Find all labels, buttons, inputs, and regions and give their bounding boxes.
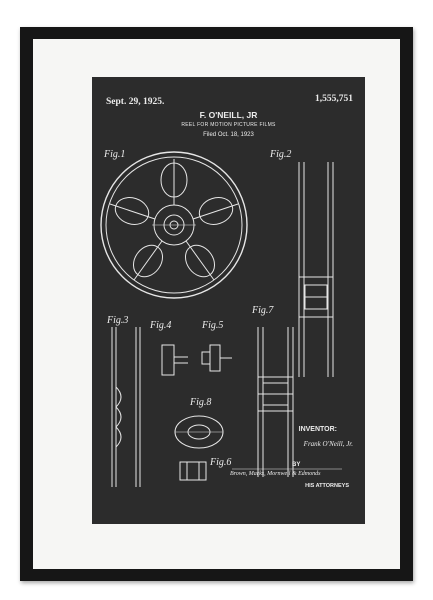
inventor-signature: Frank O'Neill, Jr. [303,440,353,448]
fig7-drawing [257,327,294,477]
fig6-drawing [179,461,207,481]
inventor-label: INVENTOR: [298,426,337,433]
fig8-label: Fig.8 [190,397,212,408]
fig3-drawing [111,327,141,487]
fig4-drawing [161,344,188,376]
fig6-label: Fig.6 [210,457,232,468]
patent-title: REEL FOR MOTION PICTURE FILMS [181,122,276,128]
fig8-drawing [174,415,224,449]
patent-drawing [100,151,342,487]
patent-filed-date: Filed Oct. 18, 1923 [203,132,254,138]
patent-print: Sept. 29, 1925. 1,555,751 F. O'NEILL, JR… [92,77,365,524]
patent-date: Sept. 29, 1925. [106,97,165,107]
patent-inventor-header: F. O'NEILL, JR [199,110,258,120]
by-label: BY [292,462,301,468]
attorney-signature: Brown, Marks, Mornwell & Edmonds [230,471,321,477]
attorneys-label: HIS ATTORNEYS [305,483,349,489]
fig7-label: Fig.7 [252,305,274,316]
fig1-label: Fig.1 [104,149,126,160]
fig2-label: Fig.2 [270,149,292,160]
patent-number: 1,555,751 [315,94,353,104]
fig4-label: Fig.4 [150,320,172,331]
reel-side-view [298,162,334,377]
reel-drawing [100,151,248,299]
fig5-drawing [201,344,232,372]
fig3-label: Fig.3 [107,315,129,326]
fig5-label: Fig.5 [202,320,224,331]
